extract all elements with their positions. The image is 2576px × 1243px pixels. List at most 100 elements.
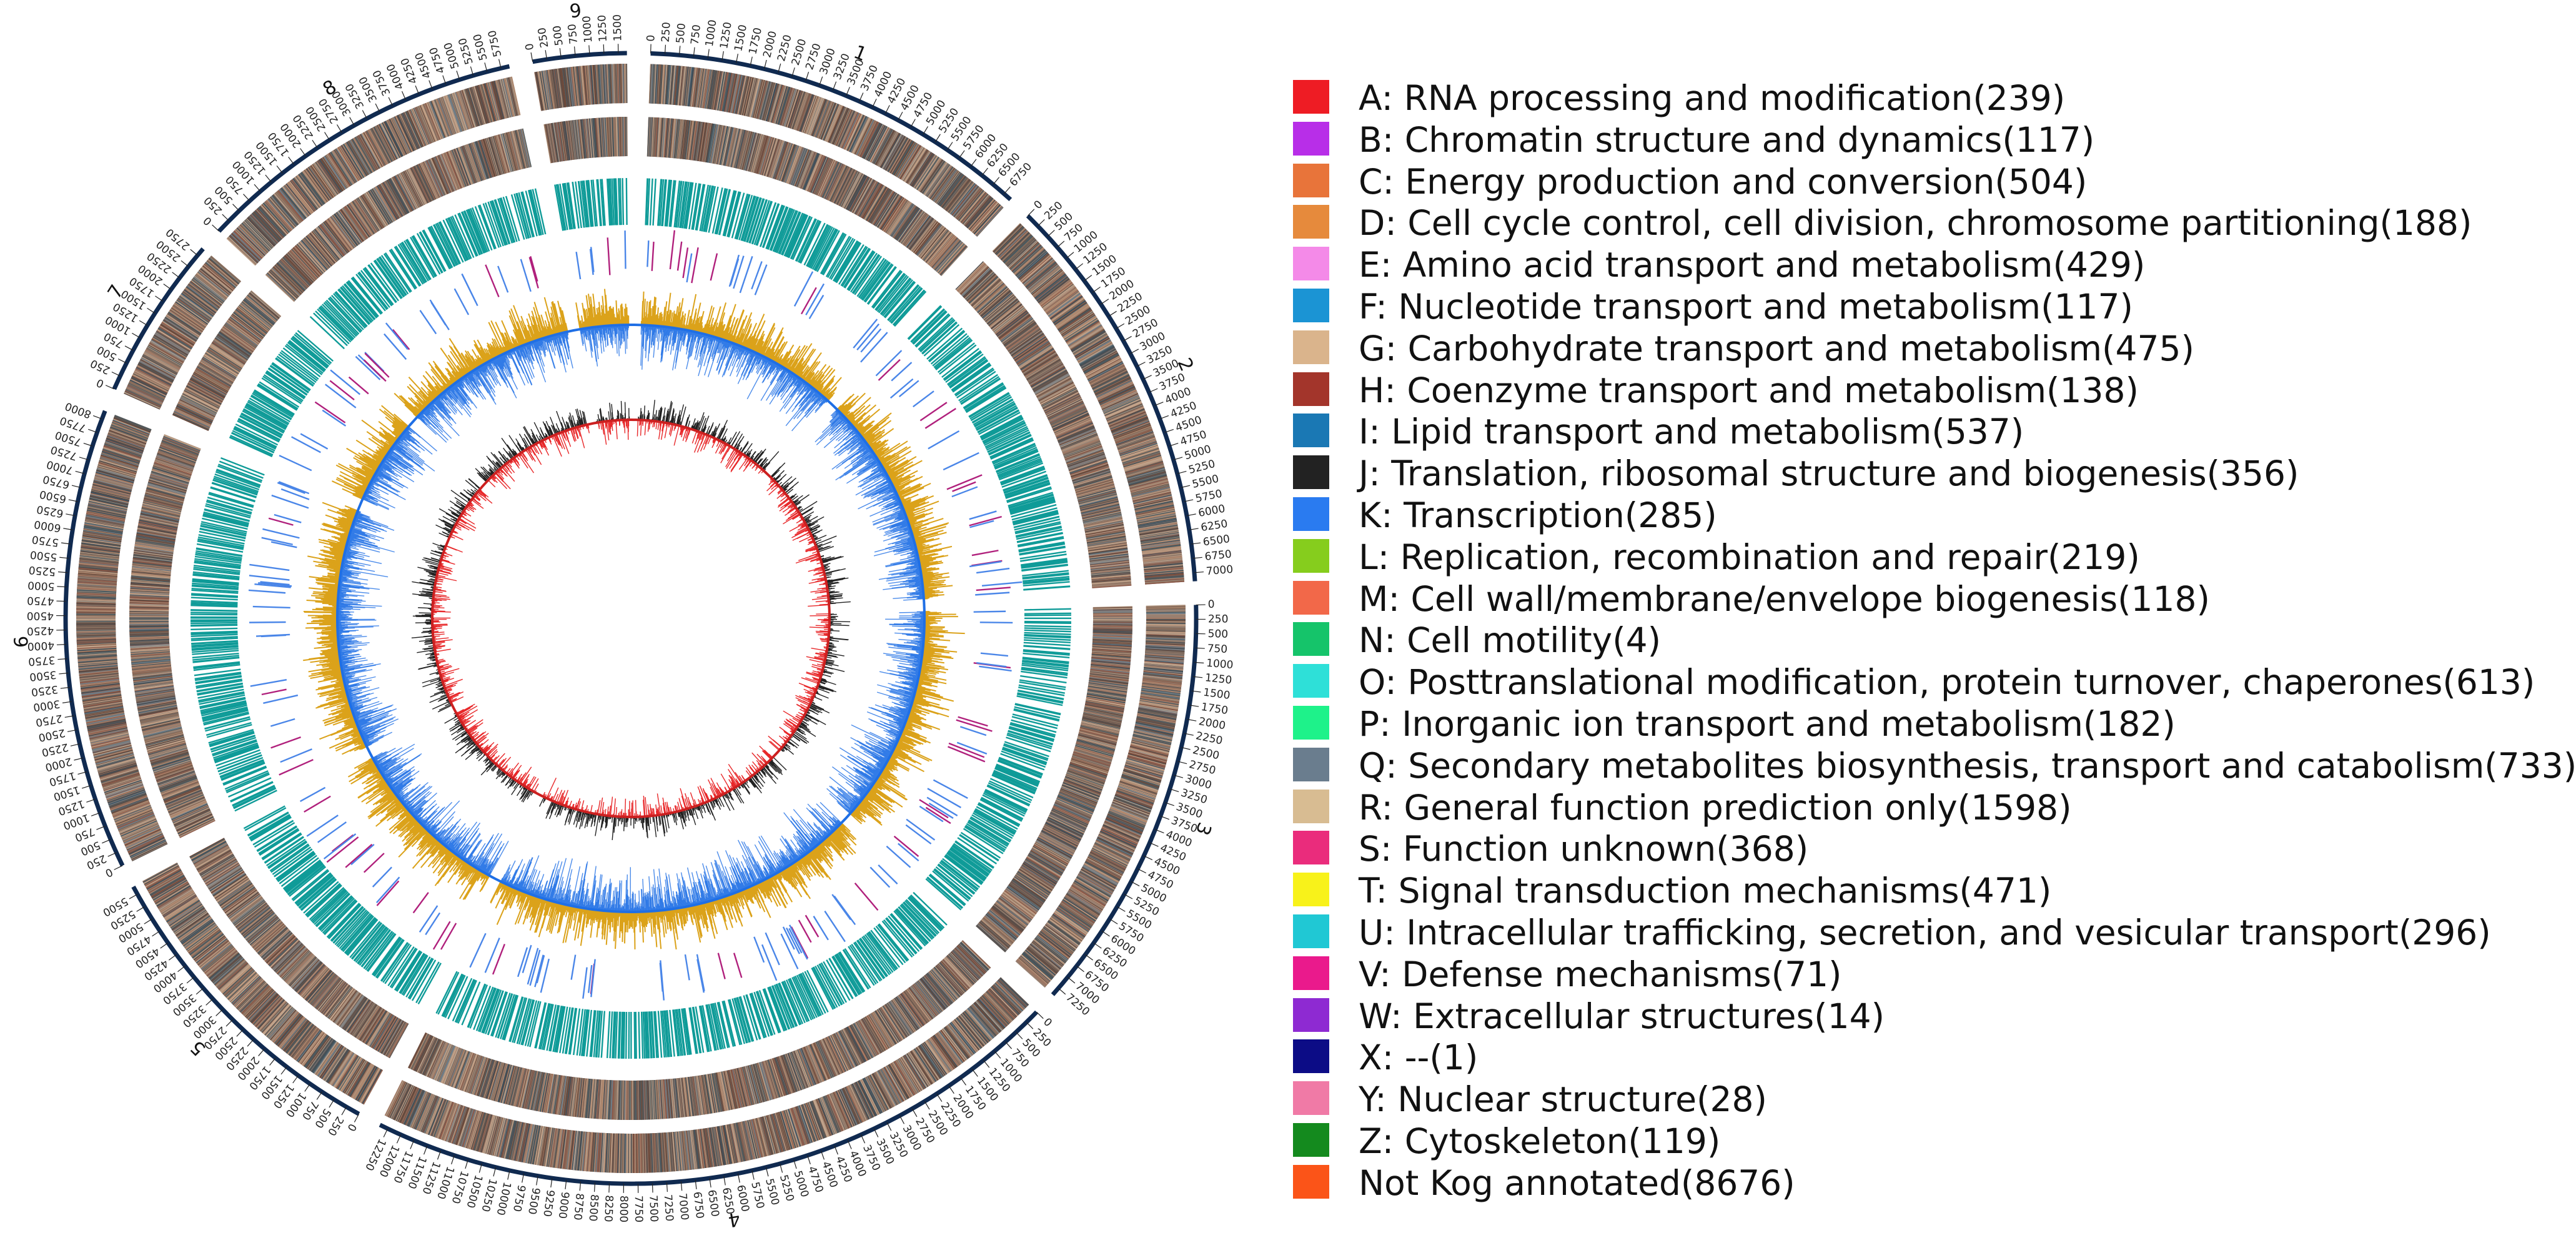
outer-ring-stripe bbox=[1144, 666, 1184, 672]
outer-ring-stripe bbox=[1131, 741, 1170, 752]
outer-ring-stripe bbox=[1031, 269, 1063, 295]
outer-ring-stripe bbox=[972, 202, 999, 234]
outer-ring-stripe bbox=[748, 78, 760, 117]
outer-ring-stripe bbox=[1114, 794, 1152, 809]
outer-ring-stripe bbox=[1118, 783, 1157, 798]
outer-ring-stripe bbox=[1018, 253, 1049, 280]
outer-ring-stripe bbox=[1014, 248, 1045, 275]
outer-ring-stripe bbox=[1125, 461, 1164, 473]
outer-ring-stripe bbox=[995, 226, 1024, 255]
outer-ring-stripe bbox=[901, 146, 923, 181]
outer-ring-stripe bbox=[1127, 470, 1166, 482]
outer-ring-stripe bbox=[1146, 631, 1186, 633]
outer-ring-stripe bbox=[1134, 728, 1173, 738]
outer-ring-stripe bbox=[840, 111, 857, 148]
outer-ring-stripe bbox=[1126, 463, 1164, 475]
outer-ring-stripe bbox=[1058, 309, 1092, 332]
outer-ring-stripe bbox=[1136, 509, 1175, 518]
outer-ring-stripe bbox=[1144, 653, 1184, 657]
outer-ring-stripe bbox=[1146, 612, 1186, 614]
outer-ring-stripe bbox=[1144, 571, 1184, 576]
outer-ring-stripe bbox=[918, 158, 941, 192]
outer-ring-stripe bbox=[864, 124, 884, 160]
outer-ring-stripe bbox=[1049, 294, 1082, 319]
outer-ring-stripe bbox=[1114, 424, 1151, 440]
outer-ring-stripe bbox=[780, 87, 793, 126]
outer-ring-stripe bbox=[1144, 574, 1184, 578]
outer-ring-stripe bbox=[1068, 325, 1102, 347]
outer-ring-stripe bbox=[1013, 247, 1044, 274]
outer-ring-stripe bbox=[1144, 570, 1184, 575]
outer-ring-stripe bbox=[835, 109, 852, 146]
outer-ring-stripe bbox=[1134, 502, 1174, 512]
outer-ring-stripe bbox=[960, 192, 986, 223]
outer-ring-stripe bbox=[1144, 656, 1184, 661]
outer-ring-stripe bbox=[864, 123, 883, 159]
outer-ring-stripe bbox=[1145, 580, 1185, 585]
outer-ring-stripe bbox=[1119, 440, 1157, 454]
outer-ring-stripe bbox=[1137, 709, 1177, 718]
outer-ring-stripe bbox=[872, 128, 892, 164]
outer-ring-stripe bbox=[1120, 778, 1159, 792]
outer-ring-stripe bbox=[1082, 351, 1118, 372]
outer-ring-stripe bbox=[1144, 658, 1184, 663]
outer-ring-stripe bbox=[1099, 387, 1136, 404]
outer-ring-stripe bbox=[705, 69, 711, 109]
outer-ring-stripe bbox=[858, 120, 876, 157]
outer-ring-stripe bbox=[1049, 294, 1082, 318]
outer-ring-stripe bbox=[1138, 521, 1177, 530]
outer-ring-stripe bbox=[717, 71, 725, 111]
outer-ring-stripe bbox=[946, 179, 971, 211]
outer-ring-stripe bbox=[910, 152, 933, 186]
outer-ring-stripe bbox=[854, 118, 872, 154]
outer-ring-stripe bbox=[1141, 539, 1181, 547]
outer-ring-stripe bbox=[730, 74, 739, 113]
outer-ring-stripe bbox=[1140, 535, 1180, 543]
outer-ring-stripe bbox=[1128, 473, 1167, 485]
outer-ring-stripe bbox=[1136, 512, 1176, 521]
outer-ring-stripe bbox=[1132, 736, 1171, 747]
outer-ring-stripe bbox=[713, 71, 721, 110]
outer-ring-stripe bbox=[1048, 292, 1081, 317]
outer-ring-stripe bbox=[929, 166, 953, 199]
outer-ring-stripe bbox=[1037, 277, 1069, 303]
outer-ring-stripe bbox=[814, 100, 830, 137]
outer-ring-stripe bbox=[1139, 530, 1179, 537]
outer-ring-stripe bbox=[1122, 453, 1161, 467]
outer-ring-stripe bbox=[1119, 781, 1157, 795]
outer-ring-stripe bbox=[763, 82, 775, 121]
outer-ring-stripe bbox=[1136, 510, 1176, 520]
outer-ring-stripe bbox=[993, 223, 1021, 252]
outer-ring-stripe bbox=[709, 70, 716, 109]
outer-ring-stripe bbox=[783, 88, 796, 127]
outer-ring-stripe bbox=[732, 74, 741, 114]
outer-ring-stripe bbox=[752, 79, 763, 118]
outer-ring-stripe bbox=[925, 163, 949, 196]
outer-ring-stripe bbox=[855, 119, 873, 155]
outer-ring-stripe bbox=[1022, 257, 1053, 284]
outer-ring-stripe bbox=[833, 107, 850, 145]
outer-ring-stripe bbox=[1145, 580, 1184, 584]
outer-ring-stripe bbox=[1024, 260, 1056, 287]
outer-ring-stripe bbox=[652, 64, 655, 104]
outer-ring-stripe bbox=[1142, 550, 1182, 557]
outer-ring-stripe bbox=[1116, 431, 1154, 445]
outer-ring-stripe bbox=[1135, 505, 1174, 515]
outer-ring-stripe bbox=[637, 1133, 638, 1173]
outer-ring-stripe bbox=[954, 186, 980, 218]
outer-ring-stripe bbox=[852, 117, 870, 154]
outer-ring-stripe bbox=[1128, 751, 1167, 763]
outer-ring-stripe bbox=[855, 119, 874, 156]
outer-ring-stripe bbox=[1115, 792, 1153, 807]
outer-ring-stripe bbox=[1121, 776, 1159, 790]
outer-ring-stripe bbox=[1109, 414, 1147, 429]
outer-ring-stripe bbox=[1141, 691, 1181, 698]
outer-ring-stripe bbox=[660, 64, 664, 104]
outer-ring-stripe bbox=[753, 79, 764, 118]
outer-ring-stripe bbox=[931, 167, 955, 201]
outer-ring-stripe bbox=[1033, 271, 1064, 297]
outer-ring-stripe bbox=[1083, 353, 1119, 374]
outer-ring-stripe bbox=[670, 65, 674, 105]
outer-ring-stripe bbox=[1142, 683, 1181, 690]
outer-ring-stripe bbox=[1101, 390, 1137, 409]
